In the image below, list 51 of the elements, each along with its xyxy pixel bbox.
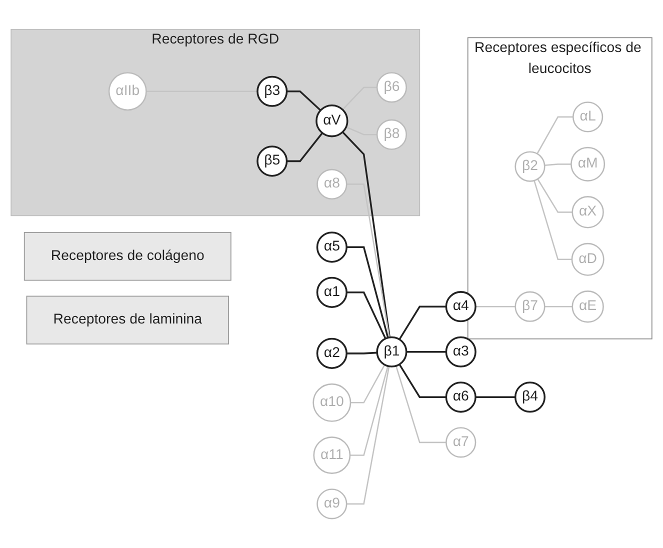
connector [476, 396, 516, 398]
node-circle: α10 [312, 383, 352, 422]
connector [395, 366, 446, 444]
node-circle: α3 [445, 336, 476, 368]
node-circle: αV [316, 104, 348, 138]
connector [536, 116, 574, 154]
connector [342, 131, 391, 338]
node-circle: αIIb [108, 72, 147, 111]
node-circle: β3 [256, 76, 288, 107]
connector [398, 306, 446, 340]
node-circle: αX [572, 196, 604, 228]
node-circle: α4 [445, 291, 476, 322]
node-circle: α7 [446, 427, 476, 458]
connector [398, 364, 446, 398]
node-circle: β1 [376, 336, 408, 368]
node-circle: α1 [316, 276, 348, 308]
connector [350, 364, 386, 404]
connector [544, 164, 572, 166]
connector [346, 366, 390, 505]
node-circle: αD [571, 242, 604, 276]
connector [350, 366, 389, 456]
node-circle: β6 [376, 72, 408, 103]
node-circle: α6 [445, 382, 476, 413]
node-circle: α8 [316, 168, 348, 200]
connector [544, 306, 572, 308]
connector [476, 306, 516, 308]
connector [286, 132, 324, 162]
node-box: Receptores de colágeno [24, 232, 232, 281]
node-circle: β2 [514, 151, 546, 182]
node-circle: α2 [316, 338, 348, 369]
connector [406, 351, 446, 353]
connector [346, 126, 378, 136]
node-circle: β5 [256, 146, 288, 177]
connector [346, 292, 386, 339]
connector [346, 184, 390, 338]
connector [342, 86, 378, 110]
node-circle: α9 [316, 488, 348, 520]
node-circle: β7 [514, 291, 546, 322]
node-box: Receptores de laminina [26, 296, 229, 344]
connector [346, 246, 389, 338]
node-circle: α5 [316, 232, 348, 263]
node-circle: β4 [514, 382, 546, 413]
node-circle: αE [572, 290, 604, 323]
node-circle: αL [572, 102, 604, 132]
node-circle: αM [570, 146, 606, 182]
node-circle: α11 [313, 436, 351, 474]
connector [286, 90, 322, 112]
connector [534, 180, 572, 260]
connector [346, 352, 378, 354]
connector [537, 178, 572, 213]
node-circle: β8 [376, 119, 408, 150]
